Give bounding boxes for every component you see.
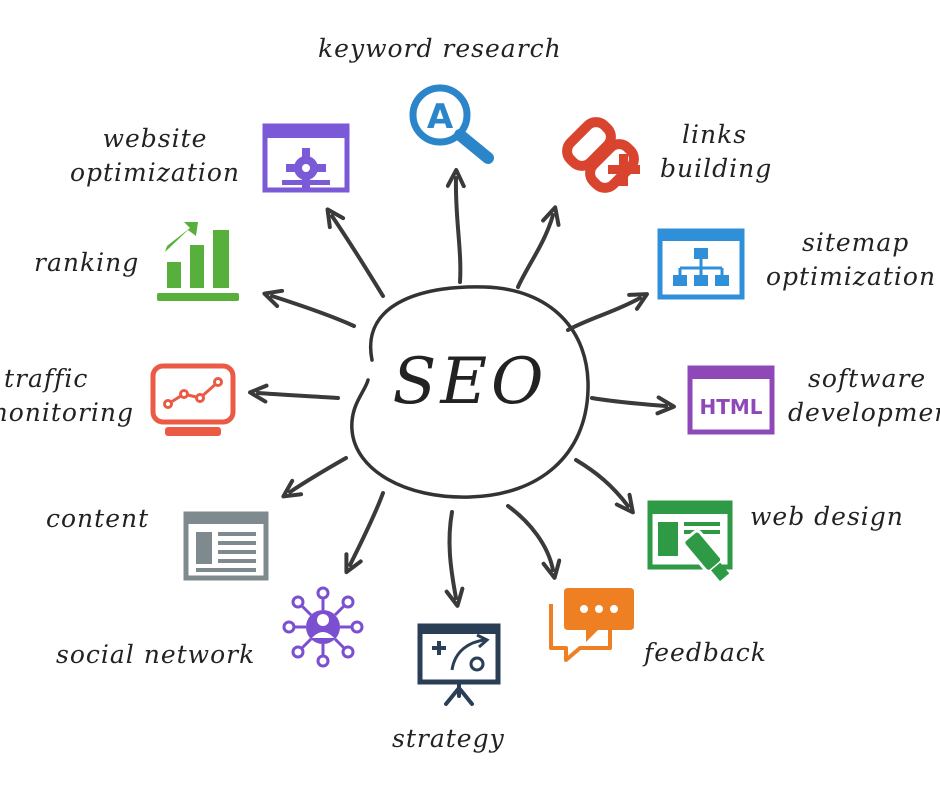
arrow-links-building xyxy=(516,205,561,289)
label-building: building xyxy=(660,154,773,183)
web-design-icon xyxy=(647,500,733,582)
label-development: development xyxy=(788,398,940,427)
center-label: SEO xyxy=(392,345,548,419)
label-sitemap: sitemap xyxy=(802,228,910,257)
label-traffic: traffic xyxy=(4,364,89,393)
label-keyword-research: keyword research xyxy=(318,34,562,63)
social-network-icon xyxy=(282,586,364,668)
bar-chart-icon xyxy=(157,222,239,301)
label-feedback: feedback xyxy=(644,638,767,667)
content-page-icon xyxy=(183,511,269,581)
label-content: content xyxy=(46,504,150,533)
svg-text:HTML: HTML xyxy=(699,395,762,419)
label-social-network: social network xyxy=(56,640,256,669)
connector-arrows xyxy=(248,168,676,608)
label-sitemap-optimization-line2: optimization xyxy=(766,262,937,291)
label-links-building: links building xyxy=(660,118,772,186)
window-gear-icon xyxy=(262,123,350,193)
html-window-icon: HTML xyxy=(687,365,775,435)
arrow-website xyxy=(325,207,385,298)
arrow-strategy xyxy=(444,510,465,608)
label-monitoring: monitoring xyxy=(0,398,135,427)
strategy-board-icon xyxy=(417,623,501,706)
label-sitemap-optimization: sitemap optimization xyxy=(766,226,936,294)
label-software-development: software development xyxy=(788,362,940,430)
label-website-optimization: website optimization xyxy=(60,122,250,190)
svg-text:A: A xyxy=(427,97,454,137)
label-optimization: optimization xyxy=(69,158,241,187)
label-website: website xyxy=(102,124,208,153)
speech-bubbles-icon xyxy=(549,588,634,662)
arrow-sitemap xyxy=(566,292,649,332)
arrow-traffic xyxy=(248,383,340,404)
arrow-keyword-research xyxy=(445,168,466,284)
arrow-software xyxy=(590,395,676,416)
label-ranking: ranking xyxy=(34,248,140,277)
monitor-graph-icon xyxy=(150,363,236,436)
label-links: links xyxy=(682,120,748,149)
label-traffic-monitoring: traffic monitoring xyxy=(0,362,134,430)
label-web-design: web design xyxy=(750,502,904,531)
label-strategy: strategy xyxy=(392,724,505,753)
center-circle xyxy=(350,285,590,499)
chain-link-plus-icon xyxy=(562,117,640,193)
arrow-content xyxy=(281,456,348,499)
label-software: software xyxy=(808,364,927,393)
sitemap-icon xyxy=(657,228,745,300)
arrow-ranking xyxy=(262,288,356,328)
arrow-web-design xyxy=(574,458,635,515)
magnifier-a-icon: A xyxy=(409,84,494,164)
arrow-feedback xyxy=(506,504,562,580)
arrow-social xyxy=(344,491,385,575)
